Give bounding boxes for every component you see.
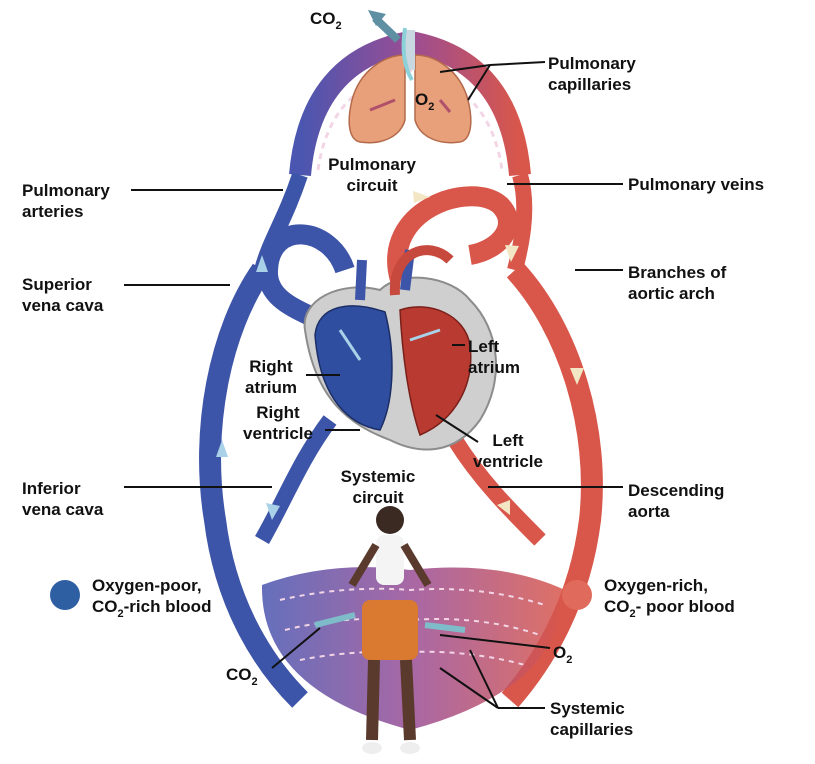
systemic-capillaries-label: Systemic capillaries (550, 698, 633, 740)
inferior-vena-cava-label: Inferior vena cava (22, 478, 103, 520)
left-ventricle-label: Left ventricle (462, 430, 554, 472)
superior-vena-cava-label: Superior vena cava (22, 274, 103, 316)
o2-top-label: O2 (415, 89, 434, 113)
systemic-circuit-label: Systemic circuit (322, 466, 434, 508)
pulmonary-veins-label: Pulmonary veins (628, 174, 764, 195)
right-ventricle-label: Right ventricle (232, 402, 324, 444)
oxygen-rich-swatch (562, 580, 592, 610)
oxygen-poor-swatch (50, 580, 80, 610)
pulmonary-circuit-label: Pulmonary circuit (308, 154, 436, 196)
oxygen-poor-legend-text: Oxygen-poor, CO2-rich blood (92, 575, 211, 620)
pulmonary-arteries-label: Pulmonary arteries (22, 180, 110, 222)
co2-bottom-label: CO2 (226, 664, 258, 688)
pulmonary-capillaries-label: Pulmonary capillaries (548, 53, 636, 95)
descending-aorta-label: Descending aorta (628, 480, 724, 522)
right-atrium-label: Right atrium (238, 356, 304, 398)
aortic-arch-vessel (397, 196, 508, 280)
o2-bottom-label: O2 (553, 642, 572, 666)
oxygen-rich-legend-text: Oxygen-rich, CO2- poor blood (604, 575, 735, 620)
left-atrium-label: Left atrium (468, 336, 520, 378)
co2-top-label: CO2 (310, 8, 342, 32)
branches-aortic-arch-label: Branches of aortic arch (628, 262, 726, 304)
